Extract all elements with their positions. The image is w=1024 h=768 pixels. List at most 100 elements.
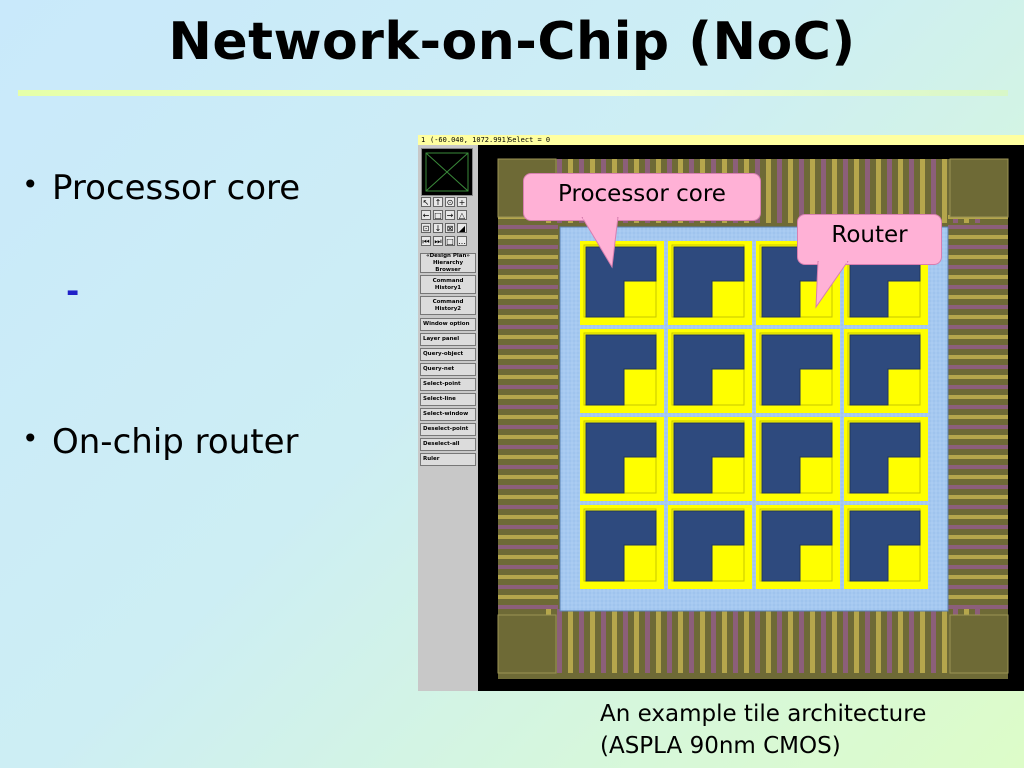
- panel-button[interactable]: Command History2: [420, 296, 476, 315]
- io-pad: [948, 355, 1008, 359]
- processor-core-block: [761, 334, 833, 406]
- toolbar-button[interactable]: ↖: [421, 197, 431, 207]
- io-pad: [942, 159, 947, 223]
- toolbar-button[interactable]: ⏭: [433, 236, 443, 246]
- toolbar-button[interactable]: □: [433, 210, 443, 220]
- toolbar-button[interactable]: ⊙: [445, 197, 455, 207]
- toolbar-button[interactable]: △: [457, 210, 467, 220]
- io-pad: [854, 159, 859, 223]
- processor-core-block: [849, 510, 921, 582]
- io-pad: [777, 159, 782, 223]
- io-pad: [498, 255, 558, 259]
- panel-button[interactable]: Ruler: [420, 453, 476, 466]
- io-pad: [799, 609, 804, 673]
- io-pad: [498, 505, 558, 509]
- processor-core-block: [585, 510, 657, 582]
- io-pad: [948, 345, 1008, 349]
- io-pad: [498, 365, 558, 369]
- layout-tool-screenshot: 1 (-60.040, 1072.991) Select = 0 ↖↑⊙+←□→…: [418, 135, 1024, 691]
- io-pad: [799, 159, 804, 223]
- status-index: 1: [421, 136, 426, 144]
- io-pad: [700, 609, 705, 673]
- panel-button[interactable]: Window option: [420, 318, 476, 331]
- layout-canvas[interactable]: [480, 145, 1024, 691]
- panel-button[interactable]: Deselect-all: [420, 438, 476, 451]
- toolbar-button[interactable]: ⊡: [421, 223, 431, 233]
- io-pad: [948, 455, 1008, 459]
- panel-button[interactable]: Deselect-point: [420, 423, 476, 436]
- io-pad: [590, 609, 595, 673]
- io-pad: [821, 609, 826, 673]
- io-pad: [766, 609, 771, 673]
- io-pad: [498, 585, 558, 589]
- bullet-dot: •: [22, 168, 39, 201]
- io-pad: [948, 585, 1008, 589]
- panel-button[interactable]: «Design Plan» Hierarchy Browser: [420, 253, 476, 273]
- io-pad: [498, 325, 558, 329]
- toolbar-button[interactable]: ◢: [457, 223, 467, 233]
- io-pad: [557, 609, 562, 673]
- io-pad: [931, 159, 936, 223]
- bullet-dot: •: [22, 422, 39, 455]
- callout-processor-label: Processor core: [558, 181, 726, 207]
- io-pad: [876, 609, 881, 673]
- toolbar-button[interactable]: ←: [421, 210, 431, 220]
- io-pad: [645, 609, 650, 673]
- status-coordinates: (-60.040, 1072.991): [430, 136, 511, 144]
- io-pad: [498, 495, 558, 499]
- toolbar-button[interactable]: ↓: [433, 223, 443, 233]
- io-pad: [777, 609, 782, 673]
- io-pad: [498, 515, 558, 519]
- toolbar-button[interactable]: ⏮: [421, 236, 431, 246]
- toolbar-button[interactable]: □: [445, 236, 455, 246]
- panel-button[interactable]: Layer panel: [420, 333, 476, 346]
- io-pad: [948, 555, 1008, 559]
- io-pad: [948, 445, 1008, 449]
- io-pad: [498, 295, 558, 299]
- sub-bullet-dash: -: [66, 272, 80, 310]
- io-pad: [948, 475, 1008, 479]
- io-pad: [948, 465, 1008, 469]
- io-pad: [498, 245, 558, 249]
- io-pad: [887, 609, 892, 673]
- io-pad: [711, 609, 716, 673]
- io-pad: [948, 325, 1008, 329]
- toolbar-button[interactable]: ⊠: [445, 223, 455, 233]
- caption-line-1: An example tile architecture: [600, 701, 927, 727]
- core-area-outline: [559, 226, 949, 612]
- processor-core-block: [673, 334, 745, 406]
- io-pad: [948, 405, 1008, 409]
- io-pad: [498, 335, 558, 339]
- io-pad: [898, 159, 903, 223]
- toolbar-button[interactable]: +: [457, 197, 467, 207]
- panel-button[interactable]: Select-point: [420, 378, 476, 391]
- io-pad: [498, 475, 558, 479]
- callout-router-pointer: [815, 261, 849, 309]
- io-pad: [722, 609, 727, 673]
- io-pad: [498, 565, 558, 569]
- toolbar-button[interactable]: ↑: [433, 197, 443, 207]
- overview-preview[interactable]: [421, 148, 473, 196]
- io-pad: [498, 315, 558, 319]
- panel-button[interactable]: Select-line: [420, 393, 476, 406]
- panel-button[interactable]: Query-net: [420, 363, 476, 376]
- io-pad: [498, 345, 558, 349]
- io-pad: [948, 535, 1008, 539]
- panel-button[interactable]: Command History1: [420, 275, 476, 294]
- toolbar-button[interactable]: →: [445, 210, 455, 220]
- io-pad: [498, 535, 558, 539]
- io-pad: [623, 609, 628, 673]
- io-pad: [810, 609, 815, 673]
- io-pad: [948, 545, 1008, 549]
- io-pad: [788, 609, 793, 673]
- processor-core-block: [585, 422, 657, 494]
- toolbar-button[interactable]: …: [457, 236, 467, 246]
- panel-button[interactable]: Query-object: [420, 348, 476, 361]
- io-pad: [612, 609, 617, 673]
- io-pad: [634, 609, 639, 673]
- io-pad: [498, 595, 558, 599]
- panel-button[interactable]: Select-window: [420, 408, 476, 421]
- callout-processor-core: Processor core: [523, 173, 761, 221]
- processor-core-block: [673, 510, 745, 582]
- io-pad: [755, 609, 760, 673]
